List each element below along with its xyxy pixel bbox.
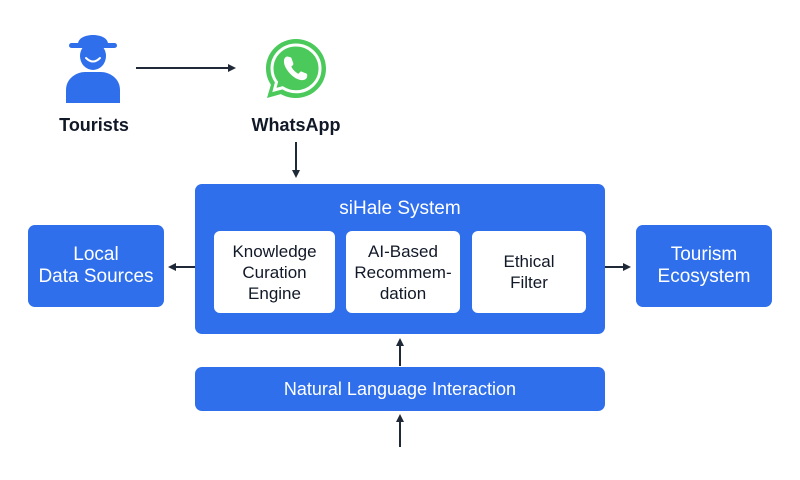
tourists-label: Tourists xyxy=(59,115,129,135)
sihale-system-box: siHale System Knowledge Curation Engine … xyxy=(195,184,605,334)
tourist-icon xyxy=(66,35,120,103)
tourism-ecosystem-box: Tourism Ecosystem xyxy=(636,225,772,307)
interaction-label: Natural Language Interaction xyxy=(283,379,517,399)
box-line: Ecosystem xyxy=(657,266,751,287)
box-line: Tourism xyxy=(670,244,738,265)
whatsapp-label: WhatsApp xyxy=(251,115,341,135)
box-line: Local xyxy=(73,244,119,265)
ethical-filter-box: Ethical Filter xyxy=(472,231,586,313)
natural-language-interaction-box: Natural Language Interaction xyxy=(195,367,605,411)
ai-recommendation-box: AI-Based Recommem- dation xyxy=(346,231,460,313)
component-line: Engine xyxy=(248,283,301,303)
component-line: Filter xyxy=(510,273,548,292)
component-line: AI-Based xyxy=(368,241,438,261)
component-line: dation xyxy=(379,283,427,303)
component-line: Curation xyxy=(242,262,307,282)
component-line: Ethical xyxy=(503,252,555,271)
whatsapp-icon xyxy=(266,39,326,98)
local-data-sources-box: Local Data Sources xyxy=(28,225,164,307)
component-line: Knowledge xyxy=(232,241,317,261)
knowledge-curation-engine-box: Knowledge Curation Engine xyxy=(214,231,335,313)
box-line: Data Sources xyxy=(38,266,154,287)
system-title: siHale System xyxy=(339,198,461,219)
component-line: Recommem- xyxy=(354,262,452,282)
